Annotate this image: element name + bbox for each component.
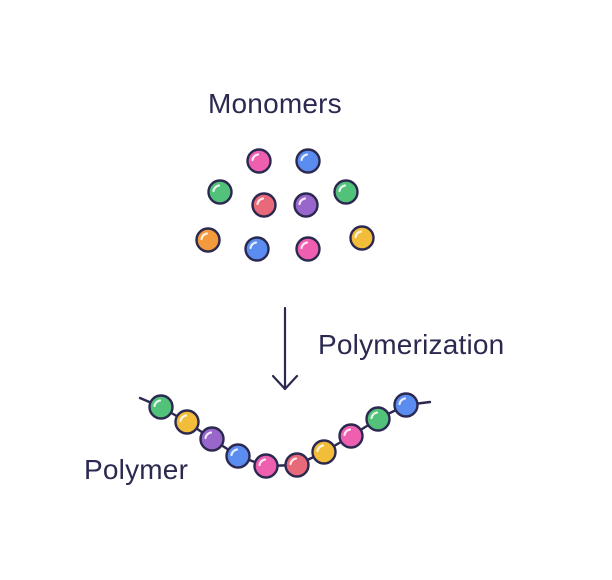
monomer-bead: [195, 227, 221, 253]
polymer-bead: [148, 394, 174, 420]
polymer-chain: [138, 392, 432, 479]
monomer-cluster: [195, 148, 375, 262]
polymer-bead: [393, 392, 419, 418]
polymer-bead: [365, 406, 391, 432]
monomer-bead: [251, 192, 277, 218]
polymerization-label: Polymerization: [318, 329, 505, 360]
polymer-bead: [338, 423, 364, 449]
arrow-head: [271, 374, 299, 391]
polymer-label: Polymer: [84, 454, 189, 485]
polymer-bead: [311, 439, 337, 465]
polymer-bead: [253, 453, 279, 479]
monomer-bead: [207, 179, 233, 205]
monomer-bead: [293, 192, 319, 218]
monomer-bead: [295, 236, 321, 262]
polymer-bead: [225, 443, 251, 469]
monomer-bead: [349, 225, 375, 251]
monomer-bead: [295, 148, 321, 174]
monomers-label: Monomers: [208, 88, 342, 119]
polymerization-arrow: [271, 306, 299, 391]
monomer-bead: [333, 179, 359, 205]
polymer-bead: [199, 426, 225, 452]
monomer-bead: [244, 236, 270, 262]
polymer-bead: [284, 452, 310, 478]
polymer-bead: [174, 409, 200, 435]
monomer-bead: [246, 148, 272, 174]
